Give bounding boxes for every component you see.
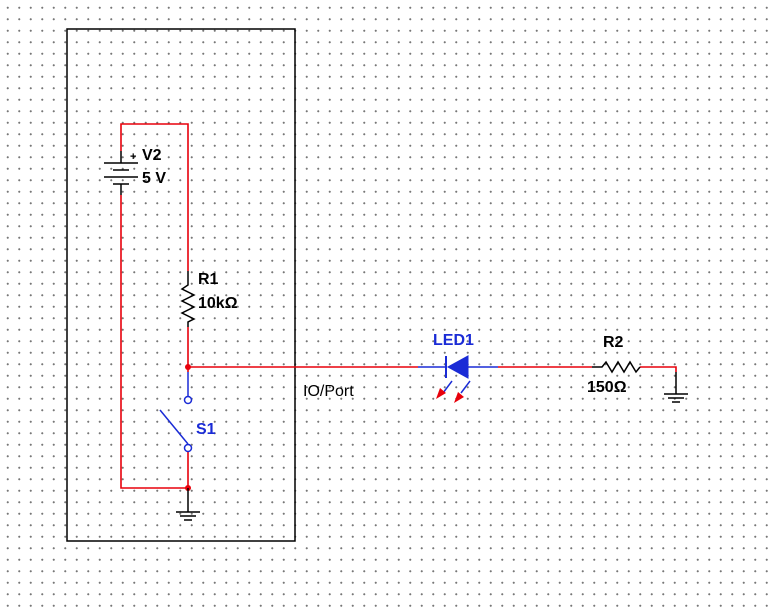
wire-v2-top-to-r1[interactable] [120,123,189,271]
resistor-r2[interactable] [592,360,641,374]
net-label-io-port: IO/Port [303,383,354,400]
ground-icon [664,372,688,403]
r1-value-label: 10kΩ [198,295,238,312]
led-emission-arrows-icon [436,380,471,403]
r2-ref-label: R2 [603,334,624,351]
v2-ref-label: V2 [142,147,162,164]
module-boundary-box [66,28,296,542]
led-led1[interactable] [418,355,498,379]
junction-dot-io [185,364,191,370]
r2-value-label: 150Ω [587,379,627,396]
wires [120,123,677,489]
wire-v2-bottom-to-ground[interactable] [120,195,188,489]
battery-v2-plus-sign: + [130,151,136,163]
ground-icon [176,488,200,521]
v2-value-label: 5 V [142,170,166,187]
led1-ref-label: LED1 [433,332,474,349]
r1-ref-label: R1 [198,271,219,288]
resistor-r1[interactable] [180,271,196,327]
switch-s1[interactable] [159,372,193,453]
s1-ref-label: S1 [196,421,216,438]
battery-v2[interactable] [104,151,138,195]
wire-r2-to-ground[interactable] [640,366,677,372]
